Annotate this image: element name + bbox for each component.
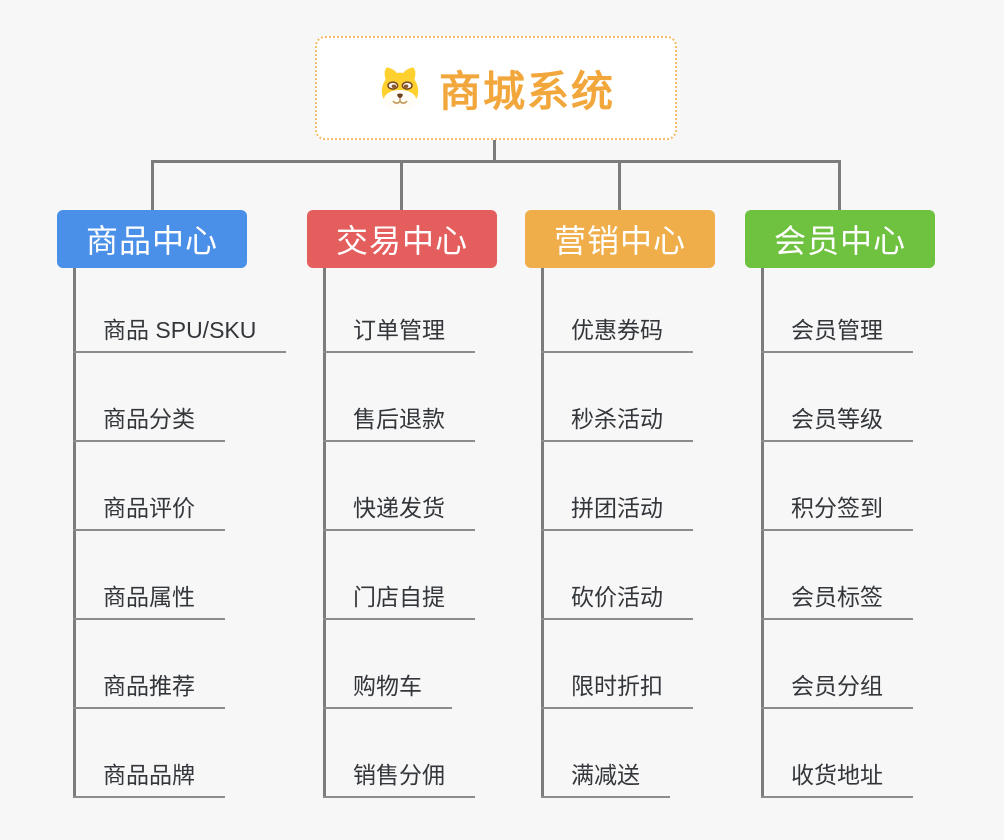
leaf-node[interactable]: 秒杀活动	[541, 400, 693, 442]
connector-horizontal-bar	[151, 160, 841, 163]
branch-header-marketing-center[interactable]: 营销中心	[525, 210, 715, 268]
branch-product-center: 商品中心 商品 SPU/SKU 商品分类 商品评价 商品属性 商品推荐 商品品牌	[57, 210, 307, 810]
leaf-node[interactable]: 订单管理	[323, 311, 475, 353]
branch-trade-center: 交易中心 订单管理 售后退款 快递发货 门店自提 购物车 销售分佣	[307, 210, 557, 810]
connector-drop-marketing	[618, 160, 621, 210]
root-node[interactable]: 商城系统	[315, 36, 677, 140]
branch-header-trade-center[interactable]: 交易中心	[307, 210, 497, 268]
leaf-node[interactable]: 积分签到	[761, 489, 913, 531]
leaf-node[interactable]: 商品评价	[73, 489, 225, 531]
leaf-node[interactable]: 购物车	[323, 667, 452, 709]
leaf-node[interactable]: 限时折扣	[541, 667, 693, 709]
leaf-node[interactable]: 售后退款	[323, 400, 475, 442]
leaf-node[interactable]: 拼团活动	[541, 489, 693, 531]
branch-spine-line	[323, 268, 326, 798]
dog-face-icon	[377, 65, 423, 111]
connector-drop-trade	[400, 160, 403, 210]
leaf-node[interactable]: 快递发货	[323, 489, 475, 531]
leaf-node[interactable]: 销售分佣	[323, 756, 475, 798]
branch-member-center: 会员中心 会员管理 会员等级 积分签到 会员标签 会员分组 收货地址	[745, 210, 995, 810]
leaf-node[interactable]: 商品属性	[73, 578, 225, 620]
leaf-node[interactable]: 收货地址	[761, 756, 913, 798]
leaf-node[interactable]: 会员标签	[761, 578, 913, 620]
leaf-node[interactable]: 门店自提	[323, 578, 475, 620]
branch-spine-line	[761, 268, 764, 798]
leaf-node[interactable]: 商品推荐	[73, 667, 225, 709]
leaf-node[interactable]: 商品分类	[73, 400, 225, 442]
branch-spine-line	[73, 268, 76, 798]
leaf-node[interactable]: 砍价活动	[541, 578, 693, 620]
leaf-node[interactable]: 商品 SPU/SKU	[73, 311, 287, 353]
leaf-node[interactable]: 会员分组	[761, 667, 913, 709]
leaf-node[interactable]: 优惠券码	[541, 311, 693, 353]
branch-spine-line	[541, 268, 544, 798]
leaf-node[interactable]: 满减送	[541, 756, 670, 798]
branch-header-product-center[interactable]: 商品中心	[57, 210, 247, 268]
connector-drop-member	[838, 160, 841, 210]
leaf-node[interactable]: 会员等级	[761, 400, 913, 442]
leaf-node[interactable]: 商品品牌	[73, 756, 225, 798]
branch-header-member-center[interactable]: 会员中心	[745, 210, 935, 268]
connector-root-stem	[493, 140, 496, 162]
branch-marketing-center: 营销中心 优惠券码 秒杀活动 拼团活动 砍价活动 限时折扣 满减送	[525, 210, 775, 810]
connector-drop-product	[151, 160, 154, 210]
root-title: 商城系统	[438, 67, 615, 115]
leaf-node[interactable]: 会员管理	[761, 311, 913, 353]
